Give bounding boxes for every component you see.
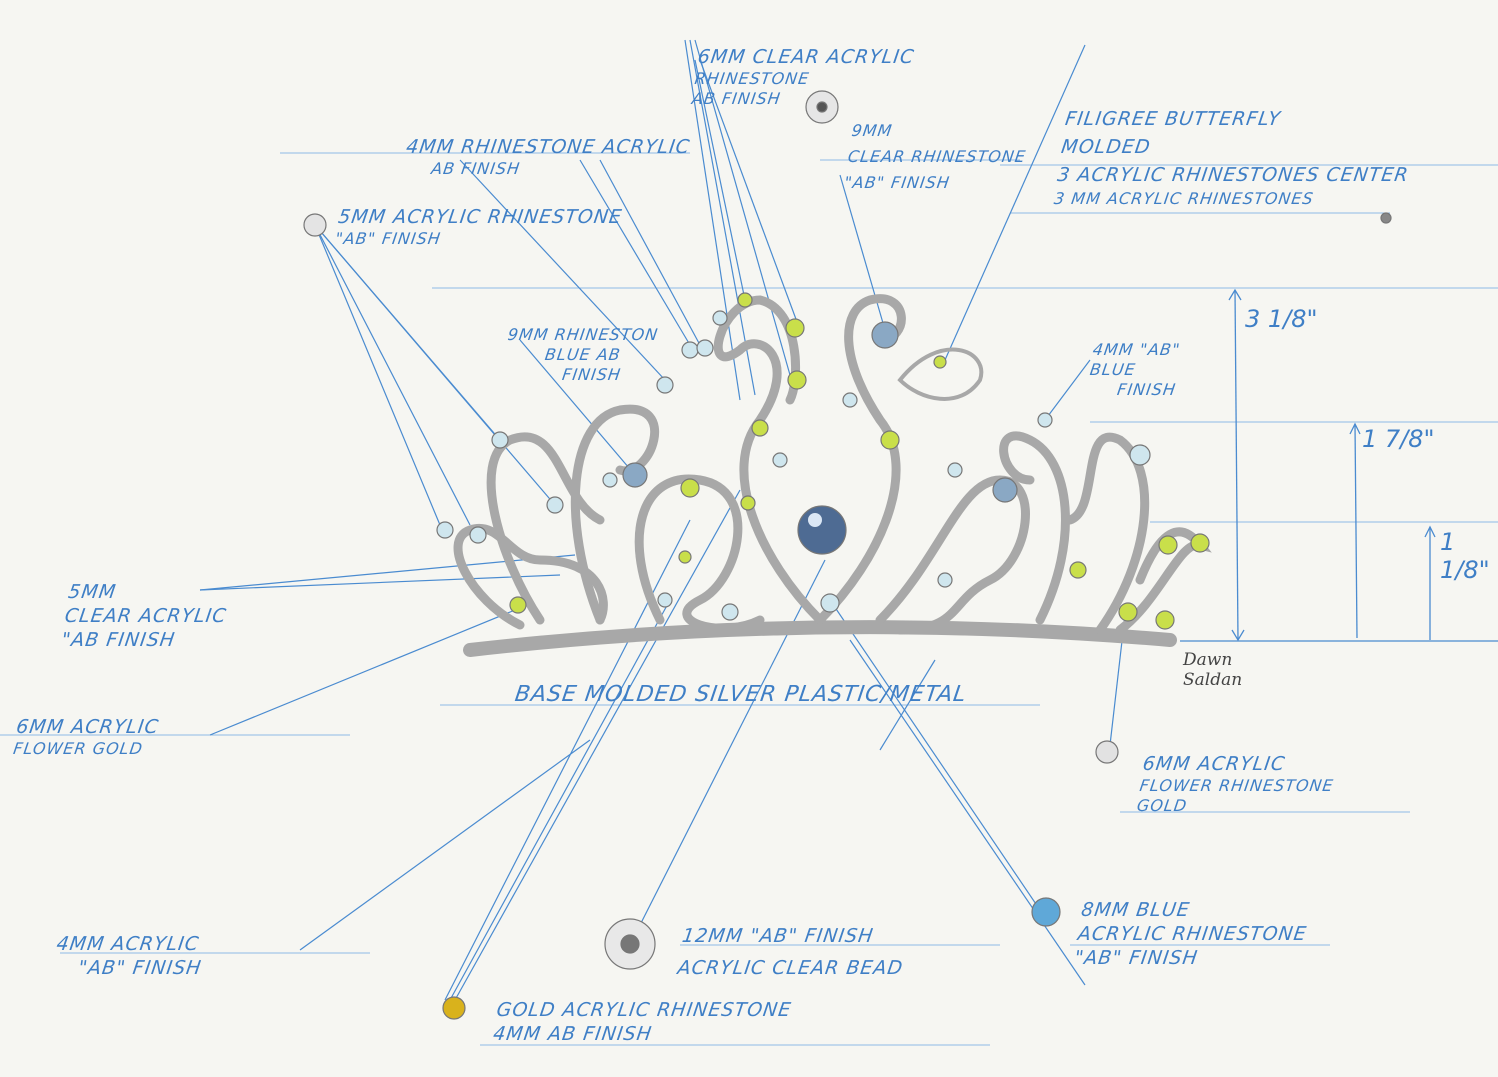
gems: [303, 90, 1392, 1020]
label-5mm-acrylic-rhinestone: 5mm ACRYLIC RHINESTONE"AB" FINISH: [334, 206, 624, 248]
label-5mm-clear-acrylic: 5mmCLEAR ACRYLIC"AB FINISH: [60, 581, 229, 651]
label-base: BASE MOLDED SILVER PLASTIC/METAL: [513, 682, 969, 707]
dimension-mid-height: 1 7/8": [1362, 425, 1435, 453]
dimension-side-height: 1 1/8": [1440, 528, 1490, 584]
label-4mm-acrylic-ab: 4mm ACRYLIC"AB" FINISH: [55, 933, 204, 979]
dimension-arrows: [1180, 288, 1498, 642]
dimension-total-height: 3 1/8": [1245, 305, 1318, 333]
leader-lines: [199, 39, 1126, 1001]
label-9mm-clear-rhinestone: 9mmCLEAR RHINESTONE"AB" FINISH: [843, 121, 1028, 192]
label-gold-4mm: GOLD ACRYLIC RHINESTONE4mm AB FINISH: [491, 999, 793, 1045]
